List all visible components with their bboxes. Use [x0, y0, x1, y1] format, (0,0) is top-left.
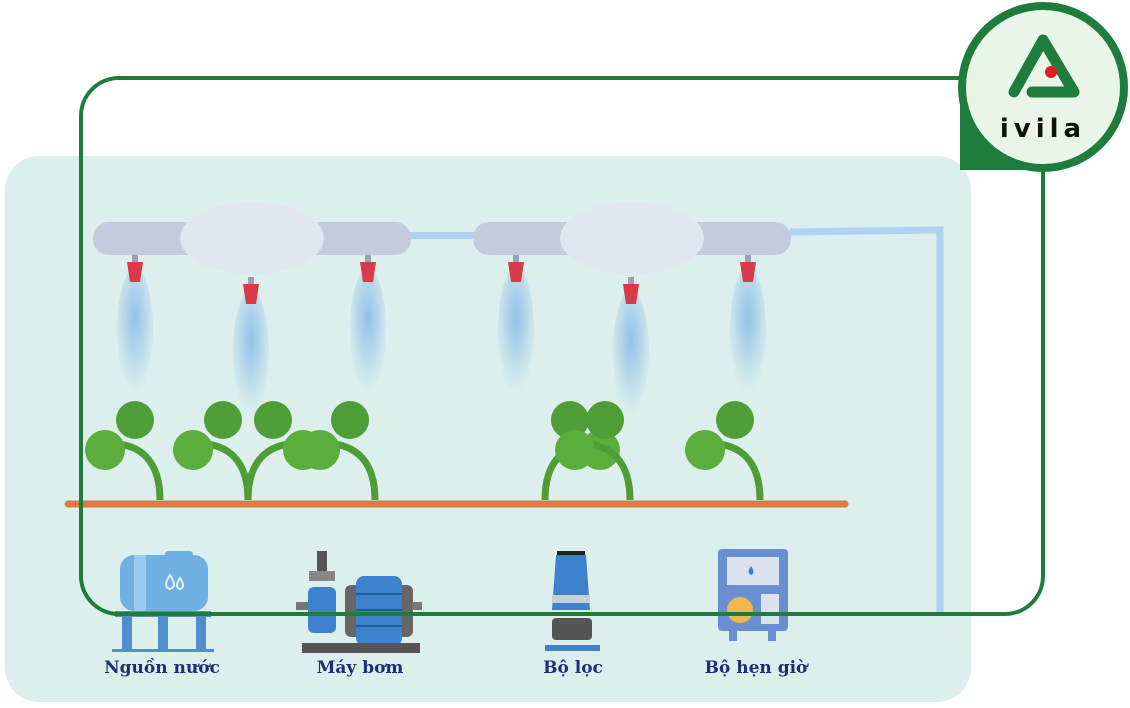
sprinkler-nozzle	[730, 255, 766, 392]
label-filter: Bộ lọc	[543, 658, 603, 678]
ivila-logo-icon	[1008, 34, 1080, 98]
supply-pipe	[789, 226, 944, 615]
filter-icon	[545, 551, 600, 651]
plant	[300, 401, 379, 501]
water-pump-icon	[296, 551, 422, 653]
sprinkler-nozzle	[350, 255, 386, 392]
timer-controller-icon	[718, 549, 788, 641]
sprinkler-nozzle	[498, 255, 534, 392]
sprinkler-nozzle	[613, 277, 649, 414]
plant	[685, 401, 764, 501]
label-pump: Máy bơm	[316, 658, 404, 678]
brand-name: ivila	[999, 114, 1087, 144]
pipe-bulge	[180, 202, 324, 274]
plant	[555, 401, 634, 501]
label-timer: Bộ hẹn giờ	[704, 658, 808, 678]
plant	[173, 401, 252, 501]
pipe-bulge	[560, 202, 704, 274]
system-border	[79, 76, 1045, 616]
sprinkler-nozzle	[117, 255, 153, 392]
label-water-source: Nguồn nước	[104, 658, 220, 678]
sprinkler-nozzle	[233, 277, 269, 414]
connector-pipe	[400, 232, 490, 239]
brand-logo: ivila	[958, 2, 1128, 172]
plant	[85, 401, 164, 501]
